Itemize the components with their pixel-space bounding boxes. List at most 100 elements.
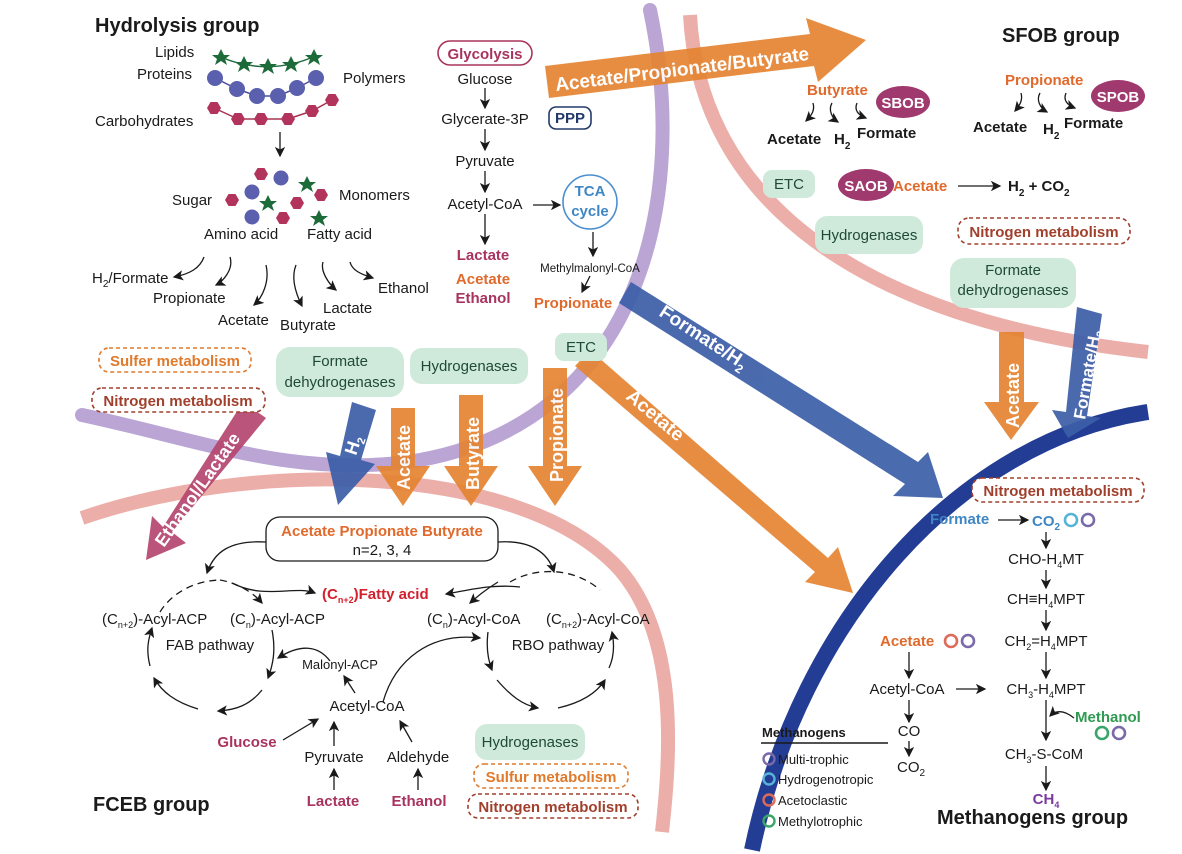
rbo-left-acyl-coa: (Cn)-Acyl-CoA xyxy=(427,611,520,630)
fceb-aldehyde: Aldehyde xyxy=(387,749,450,766)
ethanol-label: Ethanol xyxy=(378,280,429,297)
legend-title: Methanogens xyxy=(762,725,846,740)
rbo-right-acyl-coa: (Cn+2)-Acyl-CoA xyxy=(546,611,650,630)
methylmalonyl-coa: Methylmalonyl-CoA xyxy=(540,263,640,275)
acetate-down-arrow: Acetate xyxy=(376,408,430,506)
lactate-label: Lactate xyxy=(323,300,372,317)
acetate-diagonal-arrow: Acetate xyxy=(575,350,853,593)
fceb-acetyl-coa: Acetyl-CoA xyxy=(329,698,404,715)
sfob-etc-label: ETC xyxy=(774,176,804,193)
legend-item: Multi-trophic xyxy=(762,752,849,767)
propionate-label: Propionate xyxy=(153,290,226,307)
methylotrophic-ring-icon xyxy=(1094,725,1110,741)
glucose-step: Glucose xyxy=(457,71,512,88)
sfob-etc-box xyxy=(763,170,815,198)
fceb-fdh-box xyxy=(276,347,404,397)
ch2-h4mpt: CH2=H4MPT xyxy=(1005,633,1088,652)
propionate-down-label: Propionate xyxy=(547,388,567,482)
sfob-hydrogenases-box xyxy=(815,216,923,254)
h2-arrow-label: H2 xyxy=(341,433,369,458)
fceb-sulfer-box xyxy=(98,347,252,373)
tca-cycle-icon xyxy=(562,174,618,230)
methanogens-co: CO xyxy=(898,723,921,740)
legend-acetoclastic-icon xyxy=(762,793,776,807)
pyruvate-step: Pyruvate xyxy=(455,153,514,170)
formate-h2-diagonal-label: Formate/H2 xyxy=(654,302,752,377)
sbob-badge xyxy=(876,86,930,118)
acetate-down-label: Acetate xyxy=(394,425,414,490)
spob-label: SPOB xyxy=(1097,89,1140,106)
acetate-diagonal-label: Acetate xyxy=(622,386,688,446)
glycolysis-propionate: Propionate xyxy=(534,295,612,312)
sfob-acetate-down-arrow: Acetate xyxy=(984,332,1039,440)
fceb-hydrogenases-label: Hydrogenases xyxy=(421,358,518,375)
methanogens-nitrogen-box xyxy=(971,477,1145,503)
pink-boundary-curve-bottom xyxy=(79,472,676,833)
sfob-acetate-arrow-label: Acetate xyxy=(1003,363,1023,428)
monomer-product-arrows xyxy=(172,256,375,308)
sfob-title: SFOB group xyxy=(1002,25,1120,47)
fceb-fdh-label-1: Formate xyxy=(312,353,368,370)
fab-pathway-label: FAB pathway xyxy=(166,637,255,654)
legend-methylotrophic-icon xyxy=(762,814,776,828)
methanogens-acetate: Acetate xyxy=(880,633,934,650)
methanogens-formate: Formate xyxy=(930,511,989,528)
propionate-down-arrow: Propionate xyxy=(528,368,582,506)
sfob-fdh-label-2: dehydrogenases xyxy=(958,282,1069,299)
fceb-sulfur-label: Sulfur metabolism xyxy=(486,769,617,786)
formate-h2-diagonal-arrow: Formate/H2 xyxy=(619,282,943,498)
fceb-hydrogenases2-label: Hydrogenases xyxy=(482,734,579,751)
pink-boundary-curve-top xyxy=(683,14,1149,359)
fceb-nitrogen-label: Nitrogen metabolism xyxy=(103,393,252,410)
protein-chain-icon xyxy=(207,70,324,104)
svg-text:Hydrogenotropic: Hydrogenotropic xyxy=(778,772,874,787)
spob-product-acetate: Acetate xyxy=(973,119,1027,136)
acetyl-coa-step: Acetyl-CoA xyxy=(447,196,522,213)
fceb-ethanol: Ethanol xyxy=(392,793,447,810)
sfob-nitrogen-label: Nitrogen metabolism xyxy=(969,224,1118,241)
fceb-nitrogen2-label: Nitrogen metabolism xyxy=(478,799,627,816)
fceb-pyruvate: Pyruvate xyxy=(304,749,363,766)
sbob-product-acetate: Acetate xyxy=(767,131,821,148)
rbo-pathway-label: RBO pathway xyxy=(512,637,605,654)
butyrate-down-arrow: Butyrate xyxy=(444,395,498,506)
sbob-product-formate: Formate xyxy=(857,125,916,142)
methanol: Methanol xyxy=(1075,709,1141,726)
malonyl-acp: Malonyl-ACP xyxy=(302,657,378,672)
glycolysis-lactate: Lactate xyxy=(457,247,510,264)
fab-right-acyl-acp: (Cn)-Acyl-ACP xyxy=(230,611,325,630)
sfob-propionate: Propionate xyxy=(1005,72,1083,89)
sfob-butyrate: Butyrate xyxy=(807,82,868,99)
saob-badge xyxy=(838,169,894,201)
cycle-label: cycle xyxy=(571,203,609,220)
fceb-etc-box xyxy=(555,333,607,361)
carbohydrate-chain-icon xyxy=(207,94,339,125)
butyrate-label: Butyrate xyxy=(280,317,336,334)
h2-down-arrow: H2 xyxy=(326,402,376,505)
fceb-nitrogen-box xyxy=(91,387,266,413)
glycolysis-badge xyxy=(437,40,533,66)
proteins-label: Proteins xyxy=(137,66,192,83)
butyrate-down-label: Butyrate xyxy=(463,417,483,490)
methanogens-co2: CO2 xyxy=(1032,513,1061,533)
ppp-label: PPP xyxy=(555,110,585,127)
amino-acid-label: Amino acid xyxy=(204,226,278,243)
saob-acetate: Acetate xyxy=(893,178,947,195)
ch3-s-com: CH3-S-CoM xyxy=(1005,746,1083,765)
saob-label: SAOB xyxy=(844,178,888,195)
glycerate-step: Glycerate-3P xyxy=(441,111,529,128)
svg-text:Acetoclastic: Acetoclastic xyxy=(778,793,848,808)
fceb-etc-label: ETC xyxy=(566,339,596,356)
fatty-acid-label: Fatty acid xyxy=(307,226,372,243)
multitrophic-ring-icon-3 xyxy=(960,633,976,649)
multitrophic-ring-icon-2 xyxy=(1111,725,1127,741)
glycolysis-ethanol: Ethanol xyxy=(456,290,511,307)
legend-item: Acetoclastic xyxy=(762,793,848,808)
fceb-fdh-label-2: dehydrogenases xyxy=(285,374,396,391)
ppp-badge xyxy=(548,106,592,130)
svg-text:Multi-trophic: Multi-trophic xyxy=(778,752,849,767)
acetoclastic-ring-icon xyxy=(943,633,959,649)
glycolysis-acetate: Acetate xyxy=(456,271,510,288)
methanogens-acetyl-coa: Acetyl-CoA xyxy=(869,681,944,698)
